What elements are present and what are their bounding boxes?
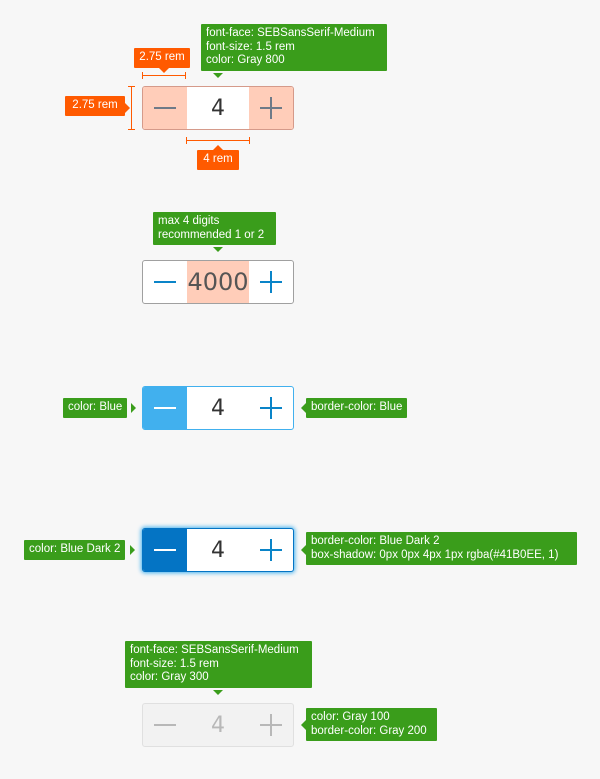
increment-button[interactable] — [249, 387, 293, 429]
plus-icon — [260, 271, 282, 293]
tag-line: border-color: Blue Dark 2 — [311, 535, 440, 547]
tag-pointer — [131, 403, 136, 413]
tag-line: color: Gray 800 — [206, 54, 285, 66]
tag-line: max 4 digits — [158, 215, 220, 227]
dim-tick — [185, 72, 186, 79]
tag-line: font-face: SEBSansSerif-Medium — [130, 644, 299, 656]
dim-line — [131, 86, 132, 130]
stepper-value[interactable]: 4 — [211, 395, 225, 421]
dim-tick — [128, 129, 135, 130]
active-color-tag: color: Blue Dark 2 — [24, 540, 126, 560]
tag-line: color: Gray 300 — [130, 671, 209, 683]
tag-pointer — [213, 145, 223, 150]
tag-line: border-color: Gray 200 — [311, 724, 427, 737]
stepper-value[interactable]: 4000 — [187, 261, 249, 303]
tag-line: font-face: SEBSansSerif-Medium — [206, 27, 375, 39]
minus-icon — [154, 271, 176, 293]
stepper-value: 4 — [211, 712, 225, 738]
tag-pointer — [301, 403, 306, 413]
tag-line: font-size: 1.5 rem — [206, 40, 295, 53]
minus-icon — [154, 97, 176, 119]
quantity-stepper-spec: 4 — [142, 86, 294, 130]
dim-height-tag: 2.75 rem — [65, 96, 125, 116]
hover-border-tag: border-color: Blue — [306, 398, 408, 418]
minus-icon — [154, 397, 176, 419]
decrement-button[interactable] — [143, 261, 187, 303]
quantity-stepper-max-digits: 4000 — [142, 260, 294, 304]
dim-tick — [142, 72, 143, 79]
tag-pointer — [301, 720, 306, 730]
quantity-stepper-active: 4 — [142, 528, 294, 572]
active-border-tag: border-color: Blue Dark 2 box-shadow: 0p… — [306, 532, 577, 565]
decrement-button[interactable] — [143, 529, 187, 571]
tag-line: font-size: 1.5 rem — [130, 657, 219, 670]
decrement-button[interactable] — [143, 87, 187, 129]
dim-value-width-tag: 4 rem — [197, 150, 239, 170]
minus-icon — [154, 539, 176, 561]
plus-icon — [260, 97, 282, 119]
dim-line — [186, 140, 250, 141]
dim-tick — [128, 86, 135, 87]
dim-tick — [186, 137, 187, 144]
plus-icon — [260, 714, 282, 736]
quantity-stepper-hover: 4 — [142, 386, 294, 430]
increment-button — [249, 704, 293, 746]
decrement-button[interactable] — [143, 387, 187, 429]
dim-button-width-tag: 2.75 rem — [134, 48, 190, 68]
hover-color-tag: color: Blue — [63, 398, 128, 418]
increment-button[interactable] — [249, 261, 293, 303]
stepper-value[interactable]: 4 — [211, 95, 225, 121]
tag-pointer — [213, 73, 223, 78]
tag-line: box-shadow: 0px 0px 4px 1px rgba(#41B0EE… — [311, 548, 559, 561]
tag-pointer — [159, 68, 169, 73]
increment-button[interactable] — [249, 529, 293, 571]
disabled-color-tag: color: Gray 100 border-color: Gray 200 — [306, 708, 437, 741]
tag-pointer — [213, 247, 223, 252]
quantity-stepper-disabled: 4 — [142, 703, 294, 747]
decrement-button — [143, 704, 187, 746]
plus-icon — [260, 539, 282, 561]
dim-line — [142, 75, 186, 76]
tag-pointer — [301, 545, 306, 555]
plus-icon — [260, 397, 282, 419]
minus-icon — [154, 714, 176, 736]
disabled-font-tag: font-face: SEBSansSerif-Medium font-size… — [125, 641, 312, 688]
dim-tick — [249, 137, 250, 144]
stepper-value[interactable]: 4 — [211, 537, 225, 563]
max-digits-tag: max 4 digits recommended 1 or 2 — [153, 212, 276, 245]
tag-pointer — [213, 690, 223, 695]
tag-pointer — [125, 103, 130, 113]
tag-pointer — [130, 545, 135, 555]
increment-button[interactable] — [249, 87, 293, 129]
tag-line: color: Gray 100 — [311, 711, 390, 723]
font-spec-tag: font-face: SEBSansSerif-Medium font-size… — [201, 24, 387, 71]
tag-line: recommended 1 or 2 — [158, 228, 265, 241]
